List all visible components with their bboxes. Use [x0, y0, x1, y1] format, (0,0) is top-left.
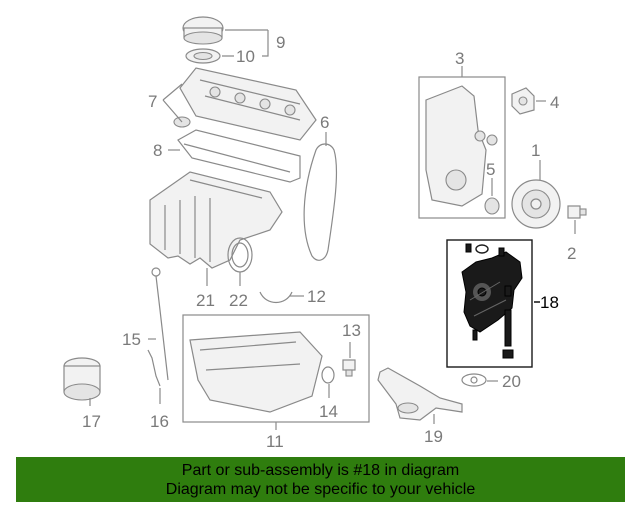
- callout-11: 11: [266, 432, 284, 451]
- callout-14: 14: [319, 402, 338, 421]
- crankshaft-pulley: [511, 179, 561, 229]
- callout-20: 20: [502, 372, 521, 391]
- callout-4: 4: [550, 93, 559, 112]
- oil-dipstick: [151, 267, 169, 381]
- callout-10: 10: [236, 47, 255, 66]
- strainer-gasket: [461, 373, 487, 387]
- intake-gasket: [227, 237, 253, 273]
- dipstick-tube: [147, 349, 161, 387]
- oil-pump-bolts: [502, 285, 514, 359]
- pulley-bolt: [567, 205, 587, 219]
- drive-belt: [303, 143, 338, 261]
- intake-manifold: [149, 171, 283, 269]
- callout-19: 19: [424, 427, 443, 446]
- callout-8: 8: [153, 141, 162, 160]
- callout-22: 22: [229, 291, 248, 310]
- oil-filler-cap: [182, 16, 224, 45]
- callout-17: 17: [82, 412, 101, 431]
- callout-16: 16: [150, 412, 169, 431]
- banner-line-1: Part or sub-assembly is #18 in diagram: [181, 462, 460, 479]
- callout-12: 12: [307, 287, 326, 306]
- oil-pump-box: [446, 239, 533, 368]
- oil-filter: [63, 357, 101, 401]
- drain-washer: [321, 366, 335, 384]
- callout-6: 6: [320, 113, 329, 132]
- banner-line-2: Diagram may not be specific to your vehi…: [165, 481, 476, 498]
- callout-9: 9: [276, 33, 285, 52]
- oil-pump-o-ring: [475, 244, 489, 254]
- callout-13: 13: [342, 321, 361, 340]
- engine-mount-bracket: [511, 87, 535, 115]
- callout-2: 2: [567, 244, 576, 263]
- callout-5: 5: [486, 160, 495, 179]
- parts-diagram: 9 10 7 8 21 22 6 12: [63, 16, 587, 451]
- head-cover-gasket: [177, 129, 301, 183]
- callout-15: 15: [122, 330, 141, 349]
- timing-cover-seal: [484, 197, 500, 215]
- callout-18: 18: [540, 293, 559, 312]
- oil-strainer: [377, 367, 463, 421]
- info-banner: Part or sub-assembly is #18 in diagram D…: [16, 457, 625, 502]
- drain-bolt: [342, 359, 356, 377]
- callout-7: 7: [148, 92, 157, 111]
- oil-pump-dowel-pins: [465, 243, 505, 341]
- callout-1: 1: [531, 141, 540, 160]
- timing-chain-cover: [425, 85, 498, 207]
- callout-3: 3: [455, 49, 464, 68]
- callout-21: 21: [196, 291, 215, 310]
- cylinder-head-cover: [179, 67, 317, 141]
- cap-seal: [185, 48, 221, 64]
- oil-pan: [189, 331, 323, 413]
- oil-pump-assembly: [461, 251, 523, 333]
- oil-seal-clip: [259, 291, 293, 304]
